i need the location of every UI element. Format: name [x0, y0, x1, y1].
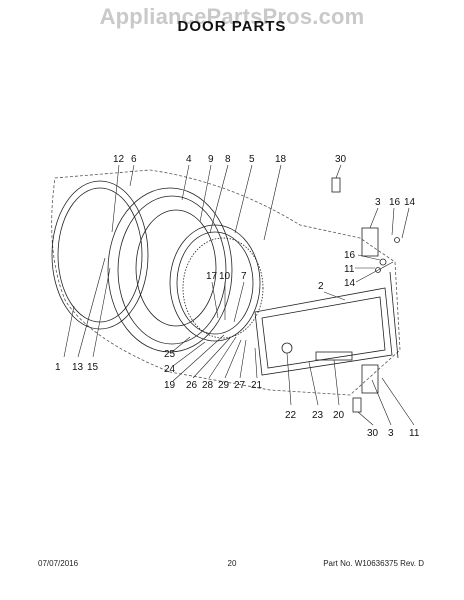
- callout-14-mid: 14: [344, 278, 356, 289]
- callout-15: 15: [87, 362, 99, 373]
- callout-18: 18: [275, 154, 287, 165]
- callout-20: 20: [333, 410, 345, 421]
- callout-11-mid: 11: [344, 264, 355, 275]
- callout-8: 8: [225, 154, 231, 165]
- callout-23: 23: [312, 410, 324, 421]
- upper-hinge: [361, 227, 379, 257]
- callout-24: 24: [164, 364, 176, 375]
- callout-2: 2: [318, 281, 324, 292]
- callout-25: 25: [164, 349, 176, 360]
- callout-12: 12: [113, 154, 125, 165]
- callout-4: 4: [186, 154, 192, 165]
- callout-16-upper: 16: [389, 197, 401, 208]
- callout-13: 13: [72, 362, 84, 373]
- lower-hinge: [361, 364, 379, 394]
- callout-30-upper: 30: [335, 154, 347, 165]
- hinge-panel: [254, 271, 399, 376]
- outer-door-ring: [51, 180, 149, 330]
- latch: [281, 342, 293, 354]
- callout-11-lower: 11: [409, 428, 420, 439]
- clip-lower: [352, 397, 362, 413]
- screw-14: [394, 237, 400, 243]
- callout-3-upper: 3: [375, 197, 381, 208]
- callout-28: 28: [202, 380, 214, 391]
- callout-14-upper: 14: [404, 197, 416, 208]
- callout-6: 6: [131, 154, 137, 165]
- callout-26: 26: [186, 380, 198, 391]
- door-glass: [169, 224, 261, 342]
- callout-27: 27: [234, 380, 246, 391]
- callout-22: 22: [285, 410, 297, 421]
- footer-part-number: Part No. W10636375 Rev. D: [323, 559, 424, 568]
- callout-16-mid: 16: [344, 250, 356, 261]
- page-title: DOOR PARTS: [177, 18, 287, 35]
- callout-7: 7: [241, 271, 247, 282]
- callout-3-lower: 3: [388, 428, 394, 439]
- callout-1: 1: [55, 362, 61, 373]
- callout-30-lower: 30: [367, 428, 379, 439]
- callout-10: 10: [219, 271, 231, 282]
- inner-door-bezel: [107, 187, 233, 353]
- screw-16: [379, 258, 387, 266]
- rear-seal-ring: [182, 237, 264, 339]
- leader-lines: [63, 164, 415, 426]
- callout-5: 5: [249, 154, 255, 165]
- screw-11: [375, 267, 381, 273]
- callout-17: 17: [206, 271, 218, 282]
- callout-9: 9: [208, 154, 214, 165]
- callout-19: 19: [164, 380, 176, 391]
- cabinet-outline: [51, 169, 401, 396]
- callout-29: 29: [218, 380, 230, 391]
- clip-upper: [331, 177, 341, 193]
- watermark: AppliancePartsPros.com: [99, 4, 365, 29]
- footer-date: 07/07/2016: [38, 559, 79, 568]
- callout-21: 21: [251, 380, 263, 391]
- footer-page-number: 20: [227, 559, 237, 568]
